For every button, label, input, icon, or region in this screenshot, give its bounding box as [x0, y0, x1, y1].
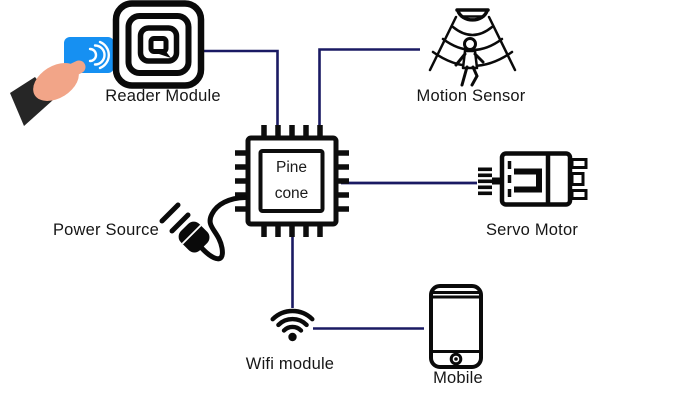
- finger-shape: [51, 60, 86, 84]
- chip-pins: [235, 125, 349, 237]
- chip-node: Pine cone: [230, 120, 355, 252]
- reader-module-icon: [112, 0, 205, 89]
- wifi-icon: [270, 308, 315, 342]
- reader-module-node: [112, 0, 207, 92]
- motion-sensor-icon: [428, 8, 517, 87]
- power-cable: [196, 195, 248, 262]
- power-source-label: Power Source: [52, 221, 160, 239]
- chip-label: Pine cone: [274, 159, 309, 202]
- motion-sensor-label: Motion Sensor: [416, 87, 526, 105]
- chip-icon: [235, 125, 349, 237]
- mobile-node: [428, 282, 484, 372]
- hand-with-card: [8, 30, 128, 130]
- servo-motor-icon: [478, 151, 588, 207]
- reader-module-label: Reader Module: [105, 87, 221, 105]
- servo-motor-label: Servo Motor: [485, 221, 579, 239]
- walking-person-icon: [454, 37, 485, 87]
- wifi-module-node: [264, 300, 322, 346]
- mobile-phone-icon: [429, 284, 483, 369]
- power-source-node: [155, 185, 250, 270]
- servo-gear-shaft: [478, 167, 502, 196]
- servo-motor-node: [473, 148, 588, 210]
- rfid-card-icon: [10, 37, 114, 126]
- wire-reader-to-chip: [203, 49, 279, 136]
- card-wave-icon: [88, 40, 110, 70]
- motion-sensor-node: [425, 3, 520, 95]
- mobile-label: Mobile: [433, 369, 483, 387]
- power-plug-icon: [159, 195, 248, 262]
- wifi-module-label: Wifi module: [245, 355, 335, 373]
- wire-motion-to-chip: [318, 48, 420, 136]
